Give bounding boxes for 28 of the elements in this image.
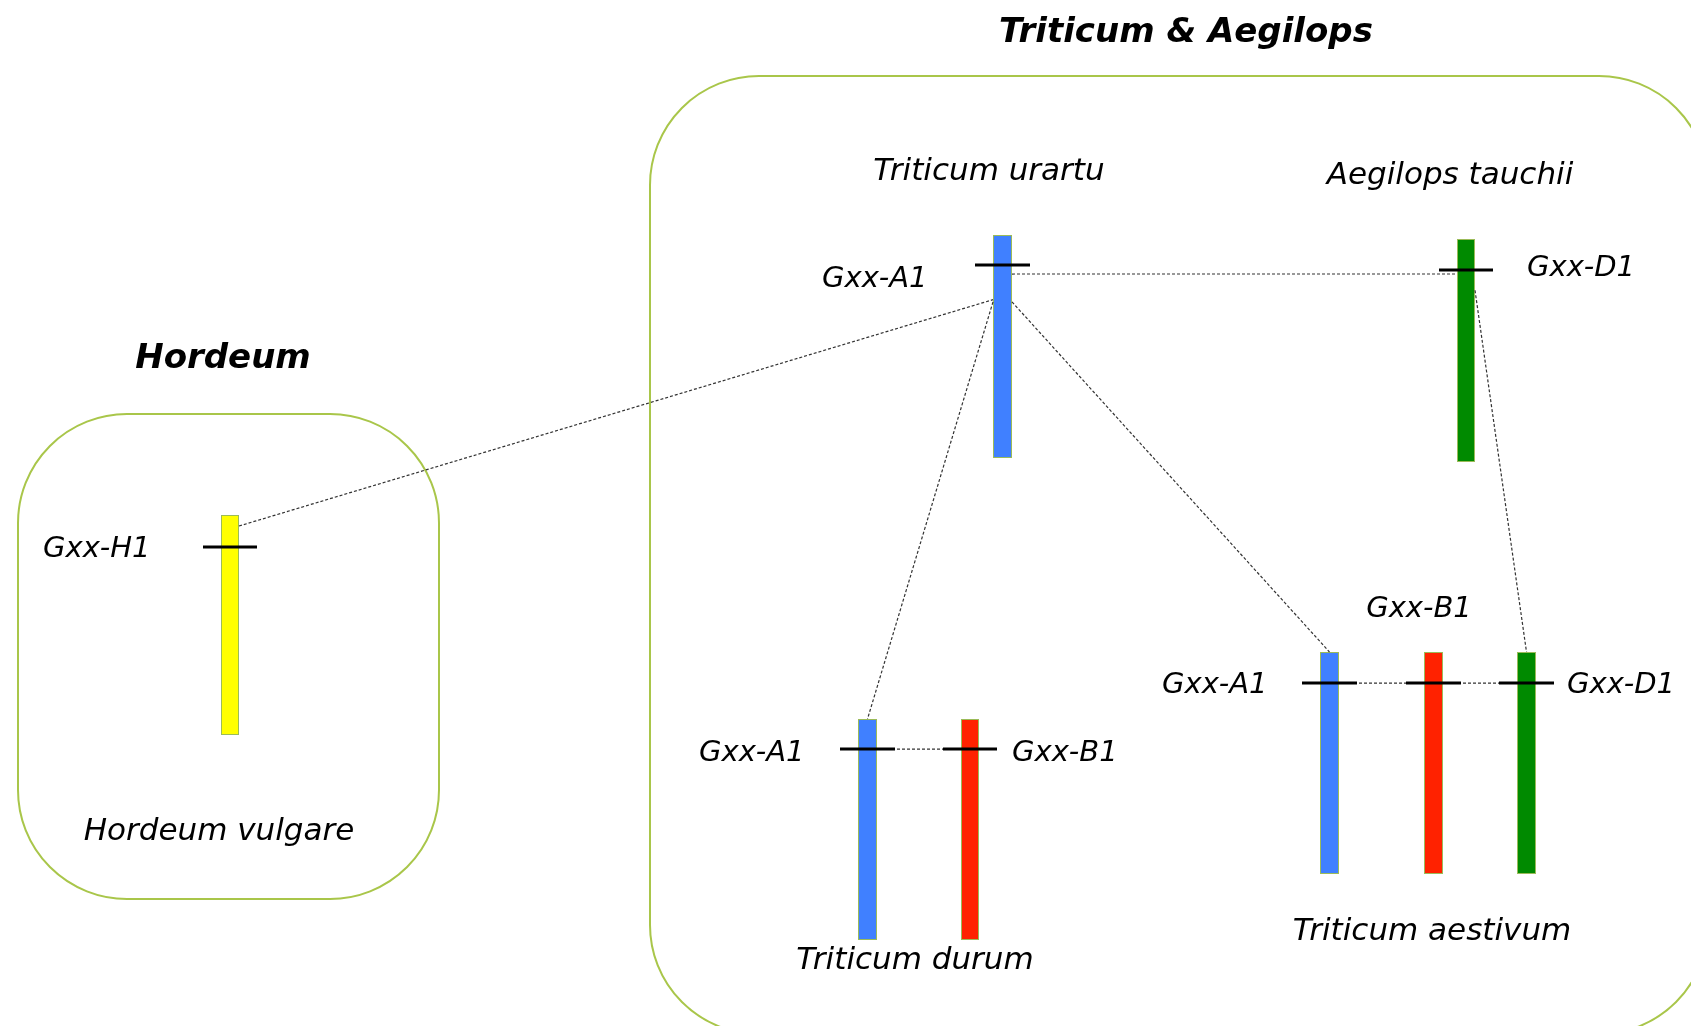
gene-label: Gxx-B1 — [1366, 590, 1472, 624]
gene-label: Gxx-D1 — [1527, 249, 1636, 283]
chromosome-bar — [221, 515, 239, 735]
gene-label: Gxx-A1 — [822, 260, 928, 294]
chromosome-bar — [1320, 652, 1339, 874]
gene-label: Gxx-A1 — [1162, 666, 1268, 700]
dotted-connector — [1011, 273, 1458, 275]
species-label: Triticum durum — [796, 940, 1034, 976]
dotted-connector — [1011, 301, 1331, 653]
species-label: Triticum urartu — [873, 151, 1105, 187]
chromosome-bar — [1517, 652, 1536, 874]
group-heading: Hordeum — [135, 336, 311, 376]
dotted-connector — [866, 301, 994, 720]
gene-label: Gxx-B1 — [1012, 734, 1118, 768]
group-heading: Triticum & Aegilops — [999, 10, 1373, 50]
dotted-connector — [238, 299, 994, 527]
chromosome-bar — [961, 719, 979, 940]
gene-label: Gxx-A1 — [699, 734, 805, 768]
dotted-connector — [1474, 289, 1528, 653]
chromosome-bar — [1424, 652, 1443, 874]
gene-label: Gxx-D1 — [1567, 666, 1676, 700]
species-label: Triticum aestivum — [1292, 911, 1572, 947]
gene-label: Gxx-H1 — [43, 530, 151, 564]
species-label: Hordeum vulgare — [83, 811, 355, 847]
species-label: Aegilops tauchii — [1326, 155, 1574, 191]
chromosome-bar — [858, 719, 877, 940]
chromosome-bar — [993, 235, 1012, 458]
chromosome-bar — [1457, 239, 1475, 462]
